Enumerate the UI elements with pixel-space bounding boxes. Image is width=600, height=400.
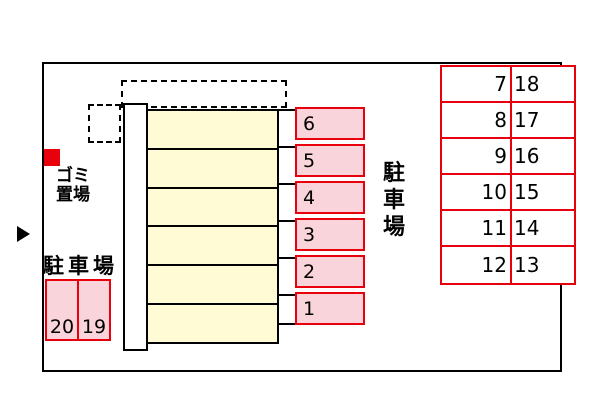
trash-area-marker-icon [44, 149, 60, 166]
building-room [148, 150, 277, 189]
building-room [148, 111, 277, 150]
building-block [146, 109, 279, 344]
trash-area-label: ゴミ 置場 [56, 166, 90, 205]
connector-tick [278, 323, 295, 325]
parking-space-10: 10 [442, 175, 512, 211]
parking-space-6: 6 [295, 107, 365, 140]
connector-tick [278, 257, 295, 259]
connector-tick [278, 146, 295, 148]
connector-tick [278, 294, 295, 296]
parking-space-2: 2 [295, 255, 365, 288]
left-parking-spaces: 20 19 [45, 279, 111, 341]
building-room [148, 227, 277, 267]
building-corridor [123, 103, 148, 351]
parking-space-20: 20 [45, 279, 79, 341]
parking-space-14: 14 [512, 211, 574, 247]
parking-space-16: 16 [512, 139, 574, 175]
parking-space-19: 19 [77, 279, 111, 341]
parking-space-8: 8 [442, 103, 512, 139]
parking-space-7: 7 [442, 67, 512, 103]
building-parking-spaces: 6 5 4 3 2 1 [295, 107, 365, 329]
parking-space-17: 17 [512, 103, 574, 139]
parking-space-3: 3 [295, 218, 365, 251]
parking-space-12: 12 [442, 247, 512, 283]
right-parking-grid: 7 18 8 17 9 16 10 15 11 14 12 13 [440, 65, 576, 285]
parking-space-4: 4 [295, 181, 365, 214]
connector-tick [278, 109, 295, 111]
center-parking-label: 駐 車 場 [383, 161, 406, 240]
parking-space-18: 18 [512, 67, 574, 103]
dashed-outline-left [88, 104, 121, 143]
building-room [148, 189, 277, 228]
parking-space-13: 13 [514, 253, 540, 277]
building-room [148, 266, 277, 306]
pointer-triangle-icon [17, 226, 30, 242]
dashed-outline-top [121, 80, 287, 108]
building-room [148, 305, 277, 342]
parking-space-5: 5 [295, 144, 365, 177]
connector-tick [278, 183, 295, 185]
parking-space-9: 9 [442, 139, 512, 175]
connector-tick [278, 220, 295, 222]
parking-space-15: 15 [512, 175, 574, 211]
parking-space-11: 11 [442, 211, 512, 247]
left-parking-label: 駐車場 [43, 254, 118, 278]
parking-space-1: 1 [295, 292, 365, 325]
